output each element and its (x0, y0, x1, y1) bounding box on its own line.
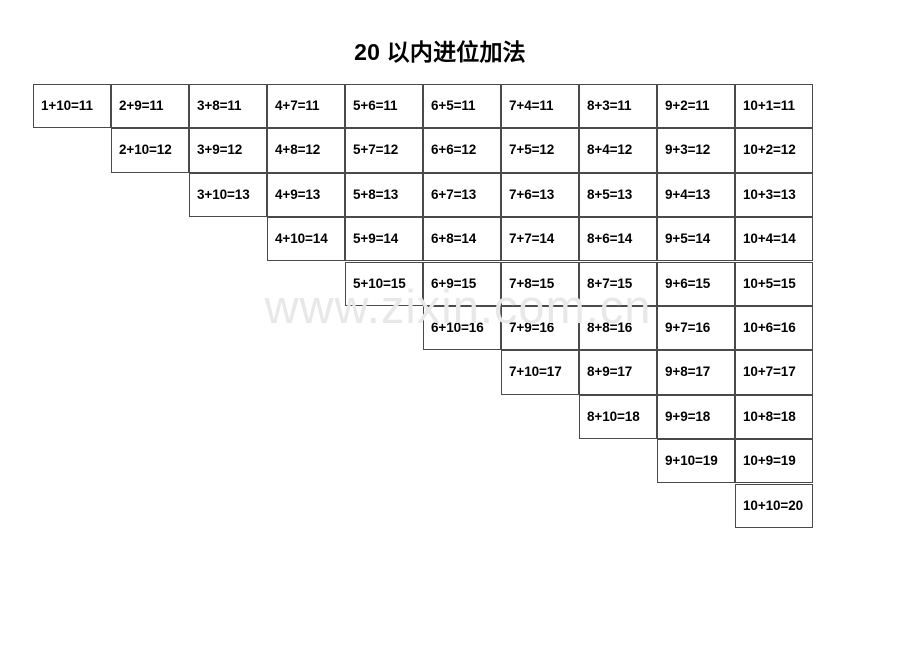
fact-cell: 2+10=12 (111, 128, 189, 173)
fact-cell: 6+10=16 (423, 306, 501, 351)
page-title: 20 以内进位加法 (354, 39, 526, 65)
fact-cell: 9+10=19 (657, 439, 735, 484)
fact-cell: 6+7=13 (423, 172, 501, 217)
fact-cell: 9+4=13 (657, 172, 735, 217)
fact-cell: 10+10=20 (735, 483, 813, 528)
fact-cell: 5+6=11 (345, 84, 423, 129)
fact-cell: 7+9=16 (501, 306, 579, 351)
fact-cell: 8+10=18 (579, 394, 657, 439)
table-row: 10+10=20 (33, 483, 813, 528)
fact-cell: 2+9=11 (111, 84, 189, 129)
fact-cell: 7+4=11 (501, 84, 579, 129)
fact-cell: 10+5=15 (735, 261, 813, 306)
fact-cell: 3+9=12 (189, 128, 267, 173)
fact-cell: 10+8=18 (735, 394, 813, 439)
fact-cell: 6+9=15 (423, 261, 501, 306)
fact-cell: 6+8=14 (423, 217, 501, 262)
fact-cell: 5+7=12 (345, 128, 423, 173)
fact-cell: 7+7=14 (501, 217, 579, 262)
fact-cell: 8+9=17 (579, 350, 657, 395)
fact-cell: 8+4=12 (579, 128, 657, 173)
fact-cell: 1+10=11 (33, 84, 111, 129)
fact-cell: 10+2=12 (735, 128, 813, 173)
fact-cell: 5+9=14 (345, 217, 423, 262)
fact-cell: 8+3=11 (579, 84, 657, 129)
watermark-text: www.zixin.com.cn (264, 280, 652, 333)
fact-cell: 10+4=14 (735, 217, 813, 262)
fact-cell: 4+9=13 (267, 172, 345, 217)
fact-cell: 8+7=15 (579, 261, 657, 306)
fact-cell: 10+6=16 (735, 306, 813, 351)
fact-cell: 4+10=14 (267, 217, 345, 262)
fact-cell: 10+9=19 (735, 439, 813, 484)
fact-cell: 10+7=17 (735, 350, 813, 395)
fact-cell: 10+1=11 (735, 84, 813, 129)
fact-cell: 9+8=17 (657, 350, 735, 395)
fact-cell: 10+3=13 (735, 172, 813, 217)
fact-cell: 5+10=15 (345, 261, 423, 306)
fact-cell: 9+9=18 (657, 394, 735, 439)
fact-cell: 8+6=14 (579, 217, 657, 262)
fact-cell: 6+5=11 (423, 84, 501, 129)
fact-cell: 7+8=15 (501, 261, 579, 306)
fact-cell: 7+6=13 (501, 172, 579, 217)
fact-cell: 9+3=12 (657, 128, 735, 173)
fact-cell: 9+7=16 (657, 306, 735, 351)
fact-cell: 7+10=17 (501, 350, 579, 395)
fact-cell: 7+5=12 (501, 128, 579, 173)
fact-cell: 8+5=13 (579, 172, 657, 217)
fact-cell: 9+5=14 (657, 217, 735, 262)
fact-cell: 4+8=12 (267, 128, 345, 173)
fact-cell: 3+10=13 (189, 172, 267, 217)
fact-cell: 5+8=13 (345, 172, 423, 217)
fact-cell: 3+8=11 (189, 84, 267, 129)
fact-cell: 4+7=11 (267, 84, 345, 129)
fact-cell: 9+2=11 (657, 84, 735, 129)
fact-cell: 8+8=16 (579, 306, 657, 351)
fact-cell: 9+6=15 (657, 261, 735, 306)
fact-cell: 6+6=12 (423, 128, 501, 173)
